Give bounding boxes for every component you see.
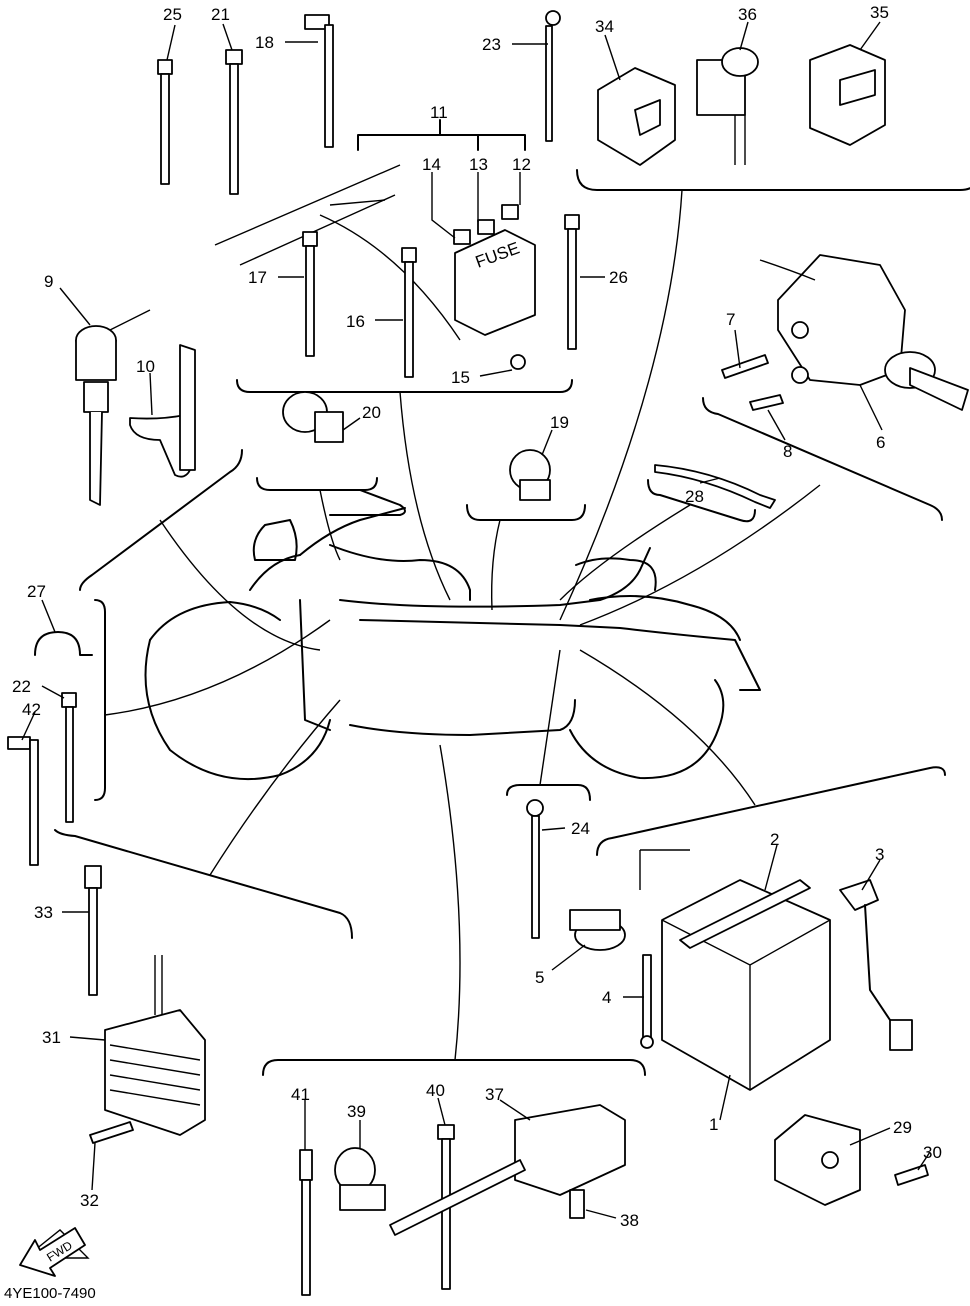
callout-40: 40: [426, 1081, 445, 1100]
part-21-cable-tie: [225, 49, 243, 195]
callout-18: 18: [255, 33, 274, 52]
callout-36: 36: [738, 5, 757, 24]
callout-41: 41: [291, 1085, 310, 1104]
callout-25: 25: [163, 5, 182, 24]
part-6-main-switch: [759, 254, 969, 411]
part-18-clamp: [304, 14, 334, 148]
callout-28: 28: [685, 487, 704, 506]
motorcycle-outline: [144, 489, 761, 781]
callout-numbers: 1 2 3 4 5 6 7 8 9 10 11 12 13 14 15 16 1…: [12, 3, 942, 1230]
callout-3: 3: [875, 845, 884, 864]
part-34-relay: [597, 67, 676, 166]
part-39-clamp: [334, 1147, 386, 1211]
drawing-code: 4YE100-7490: [4, 1285, 96, 1301]
part-19-clamp: [509, 449, 551, 501]
callout-22: 22: [12, 677, 31, 696]
part-17-cable-tie: [302, 231, 318, 357]
group-leaders: [104, 189, 821, 1061]
callout-33: 33: [34, 903, 53, 922]
part-36-sensor: [696, 47, 759, 165]
part-38-screw: [569, 1189, 585, 1219]
part-35-flasher-relay: [809, 44, 886, 146]
callout-14: 14: [422, 155, 441, 174]
callout-12: 12: [512, 155, 531, 174]
callout-19: 19: [550, 413, 569, 432]
callout-4: 4: [602, 988, 611, 1007]
callout-16: 16: [346, 312, 365, 331]
callout-5: 5: [535, 968, 544, 987]
part-8-bolt: [749, 394, 784, 411]
part-28-band: [654, 464, 776, 509]
callout-8: 8: [783, 442, 792, 461]
callout-29: 29: [893, 1118, 912, 1137]
part-29-starter-relay: [774, 1114, 861, 1206]
callout-37: 37: [485, 1085, 504, 1104]
callout-7: 7: [726, 310, 735, 329]
callout-24: 24: [571, 819, 590, 838]
part-27-clip: [34, 631, 93, 656]
part-26-cable-tie: [564, 214, 580, 350]
part-4-lead: [640, 954, 654, 1049]
callout-11: 11: [430, 103, 448, 122]
callout-27: 27: [27, 582, 46, 601]
callout-35: 35: [870, 3, 889, 22]
callout-6: 6: [876, 433, 885, 452]
part-7-bolt: [721, 354, 769, 379]
part-22-cable-tie: [61, 692, 77, 823]
callout-2: 2: [770, 830, 779, 849]
part-20-clamp: [282, 391, 344, 443]
part-3-lead: [839, 879, 913, 1051]
part-30-bolt: [894, 1164, 929, 1186]
part-25-cable-tie: [157, 59, 173, 185]
part-10-bracket: [129, 344, 196, 478]
callout-38: 38: [620, 1211, 639, 1230]
callout-42: 42: [22, 700, 41, 719]
callout-32: 32: [80, 1191, 99, 1210]
part-40-cable-tie: [437, 1124, 455, 1290]
callout-21: 21: [211, 5, 230, 24]
callout-10: 10: [136, 357, 155, 376]
part-9-neutral-switch: [75, 309, 151, 506]
part-5-clamp: [569, 909, 626, 951]
part-15-screw: [510, 354, 526, 370]
part-1-battery: [639, 849, 831, 1091]
callout-31: 31: [42, 1028, 61, 1047]
callout-20: 20: [362, 403, 381, 422]
part-24-clamp: [526, 799, 544, 939]
callout-34: 34: [595, 17, 614, 36]
part-42-clamp: [7, 736, 39, 866]
fuse-box-assembly: FUSE: [214, 164, 536, 341]
part-37-switch: [389, 1104, 626, 1236]
part-32-bolt: [89, 1121, 134, 1144]
callout-23: 23: [482, 35, 501, 54]
group-brackets: [54, 119, 970, 1076]
callout-9: 9: [44, 272, 53, 291]
part-31-rectifier-regulator: [104, 955, 206, 1136]
callout-17: 17: [248, 268, 267, 287]
callout-39: 39: [347, 1102, 366, 1121]
part-23-clamp: [545, 10, 561, 142]
part-16-cable-tie: [401, 247, 417, 378]
callout-30: 30: [923, 1143, 942, 1162]
part-33-cable-tie: [84, 865, 102, 996]
callout-26: 26: [609, 268, 628, 287]
callout-1: 1: [709, 1115, 718, 1134]
callout-15: 15: [451, 368, 470, 387]
callout-13: 13: [469, 155, 488, 174]
part-41-band: [299, 1149, 313, 1296]
